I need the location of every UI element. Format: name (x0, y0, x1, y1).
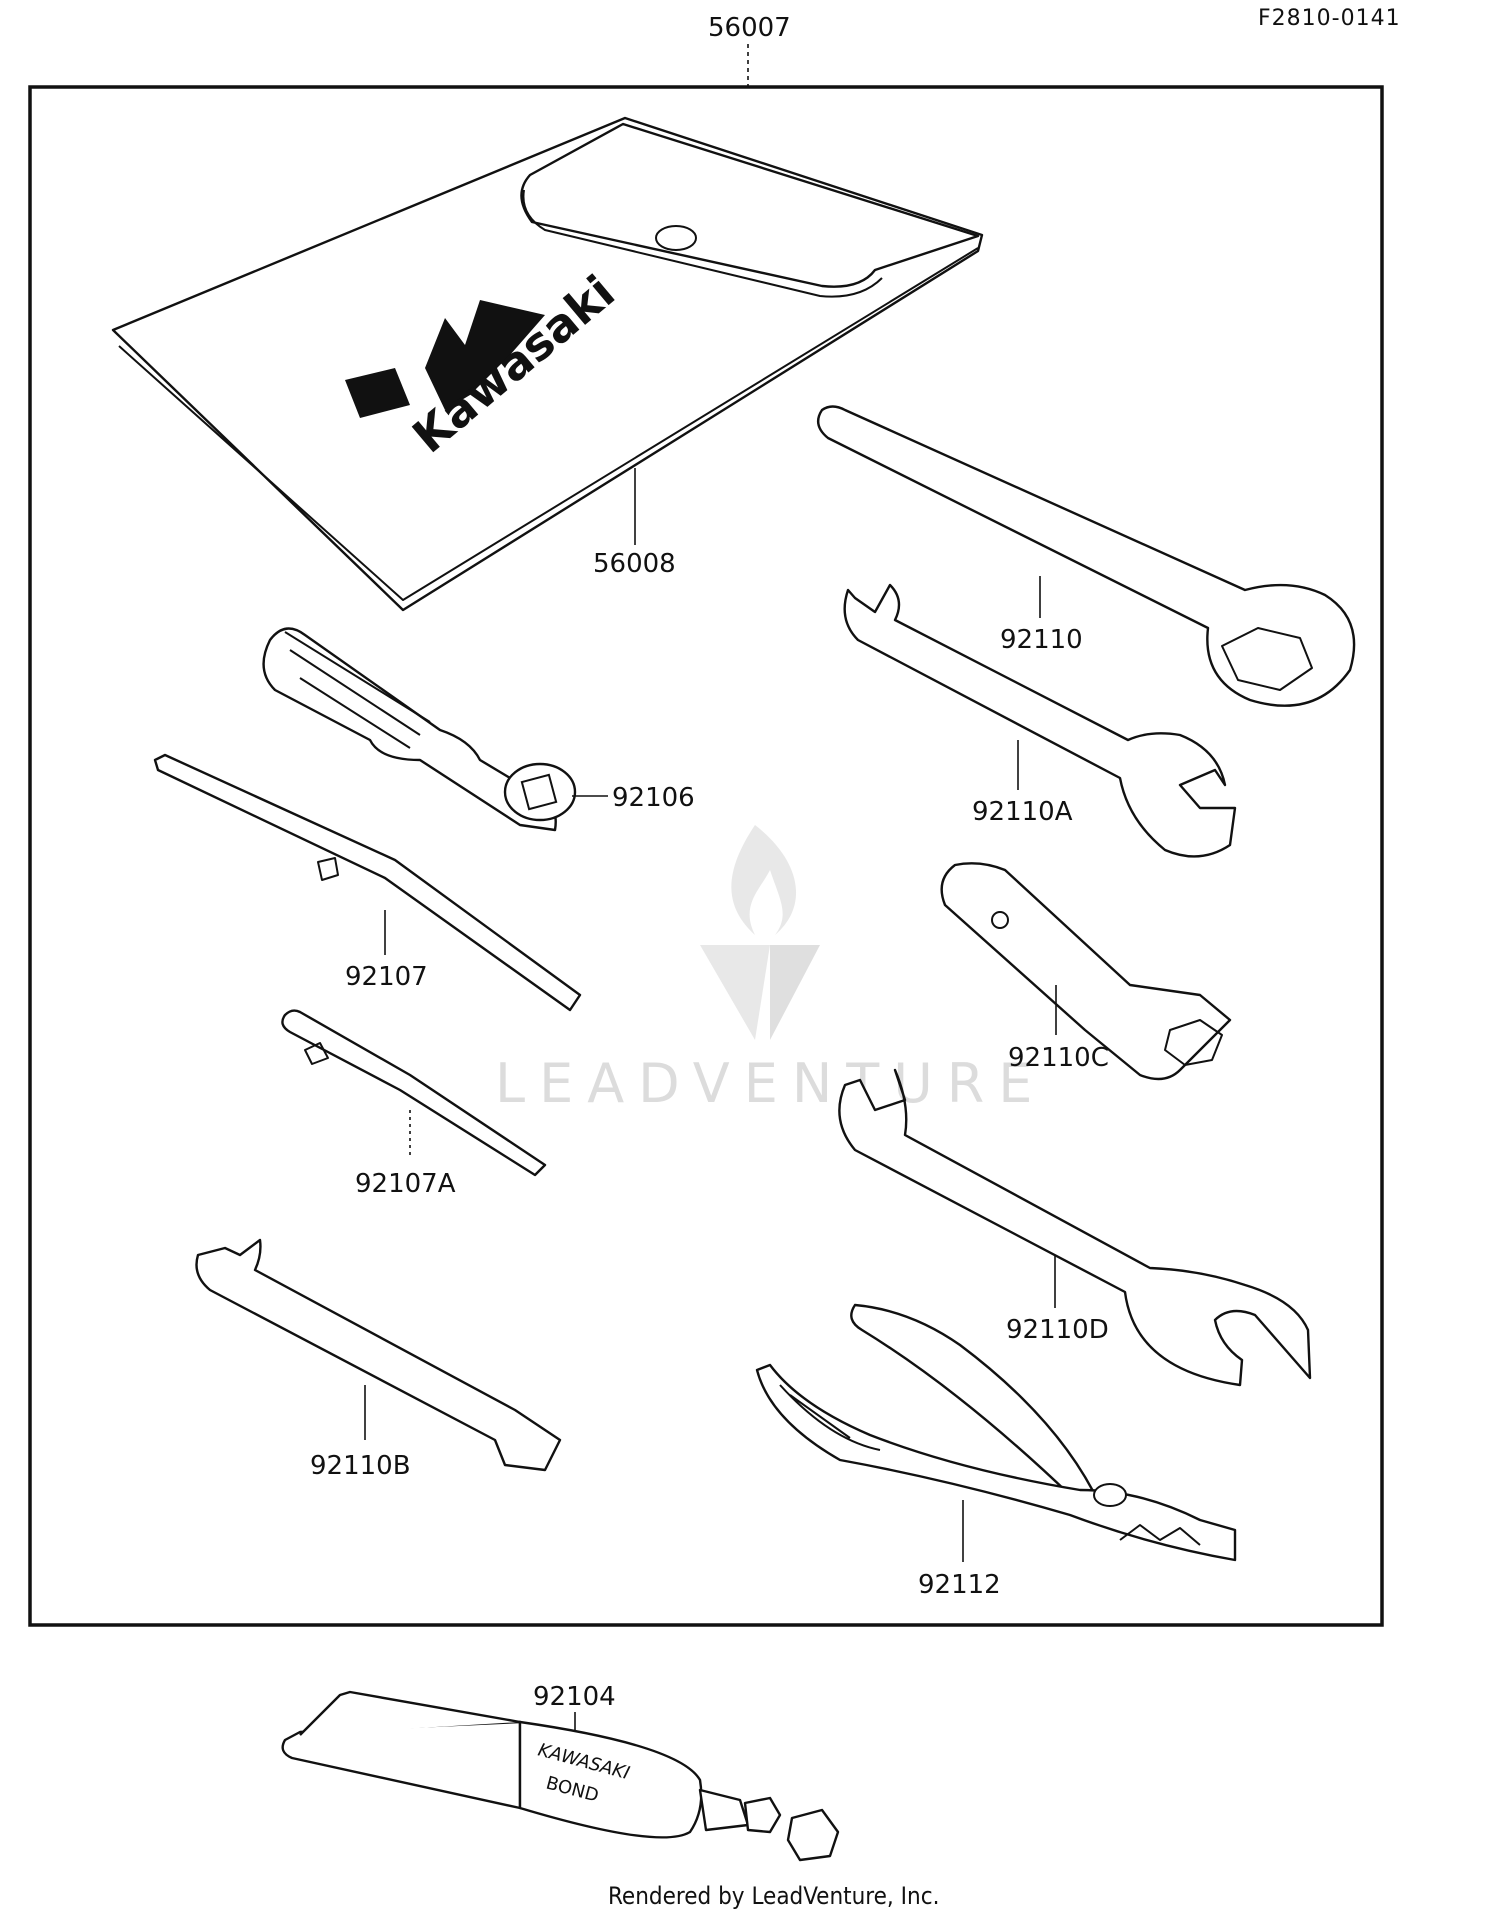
label-92107: 92107 (345, 962, 428, 992)
watermark-text: LEADVENTURE (495, 1052, 1046, 1115)
label-92112: 92112 (918, 1570, 1001, 1600)
label-92110: 92110 (1000, 625, 1083, 655)
label-92107A: 92107A (355, 1169, 456, 1199)
open-wrench-92110A (843, 583, 1237, 858)
box-wrench-92110 (816, 405, 1356, 707)
assembly-frame (28, 85, 1384, 1627)
bond-tube-92104: KAWASAKI BOND (281, 1690, 840, 1862)
screwdriver-bit-92107 (153, 753, 582, 1012)
document-ref: F2810-0141 (1258, 6, 1401, 31)
label-92106: 92106 (612, 783, 695, 813)
watermark: LEADVENTURE (495, 825, 1046, 1115)
label-92110B: 92110B (310, 1451, 411, 1481)
label-92110C: 92110C (1008, 1043, 1109, 1073)
label-56007: 56007 (708, 13, 791, 43)
label-92110D: 92110D (1006, 1315, 1109, 1345)
open-wrench-92110D (838, 1068, 1312, 1387)
label-92110A: 92110A (972, 797, 1073, 827)
label-92104: 92104 (533, 1682, 616, 1712)
footer-credit: Rendered by LeadVenture, Inc. (608, 1882, 939, 1910)
socket-wrench-92110C (940, 862, 1232, 1081)
spanner-92110B (195, 1238, 562, 1472)
pliers-92112 (755, 1303, 1237, 1562)
screwdriver-handle-92106 (262, 627, 577, 832)
bit-92107A (281, 1009, 547, 1177)
label-56008: 56008 (593, 549, 676, 579)
tool-pouch: Kawasaki (111, 116, 984, 612)
